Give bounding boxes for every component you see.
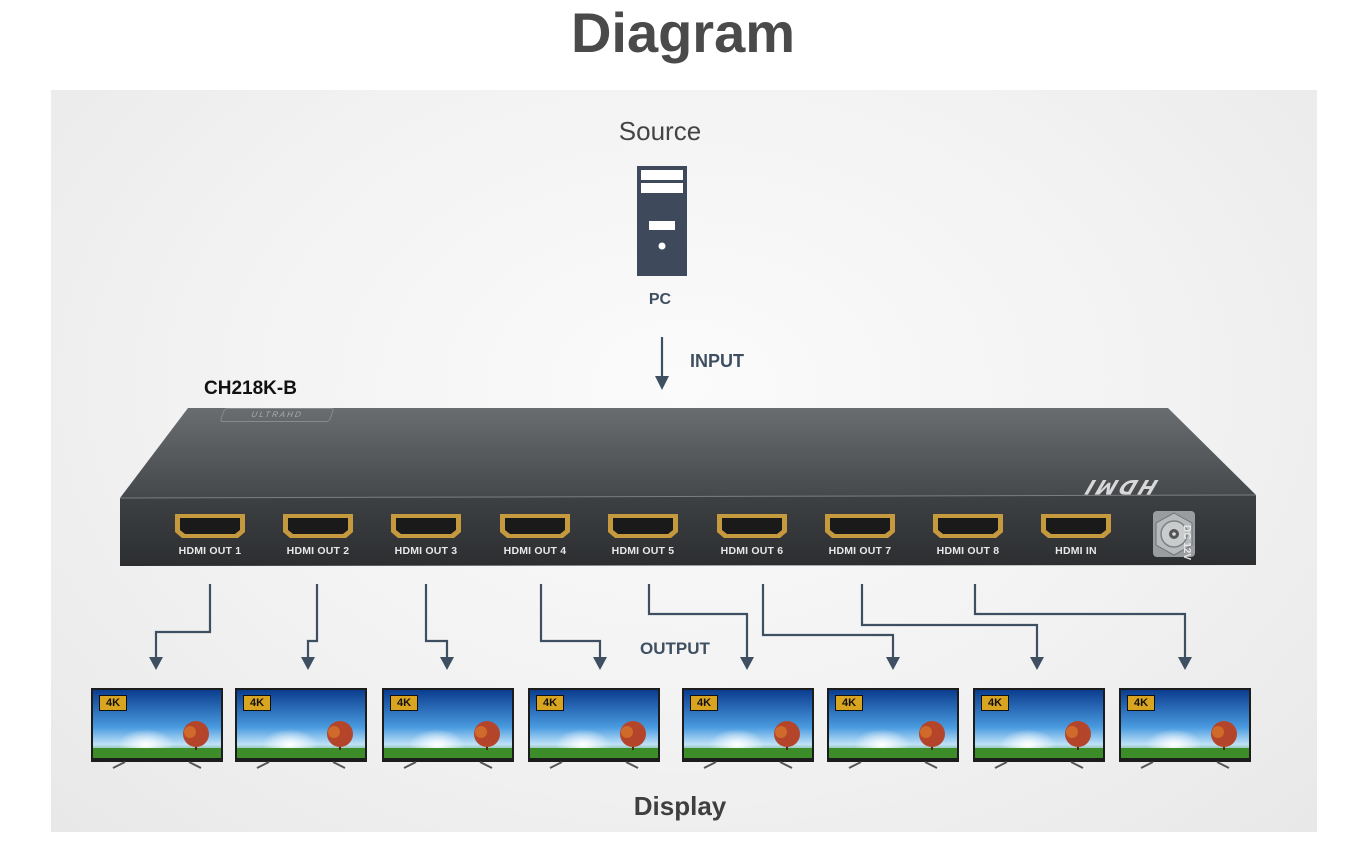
hdmi-port-icon [283,514,353,538]
4k-badge: 4K [1127,695,1155,711]
output-label: OUTPUT [640,639,710,658]
model-label: CH218K-B [204,378,297,399]
hdmi-port-icon [933,514,1003,538]
pc-tower-icon [637,166,687,276]
4k-badge: 4K [243,695,271,711]
port-label-out-5: HDMI OUT 5 [611,545,675,557]
brand-strip: ULTRAHD [219,408,335,422]
display-label: Display [633,791,727,821]
display-tv-icon [682,688,814,769]
port-label-out-1: HDMI OUT 1 [178,545,242,557]
4k-badge: 4K [536,695,564,711]
4k-badge: 4K [981,695,1009,711]
output-arrowheads [149,657,1192,670]
input-label: INPUT [690,351,744,371]
port-label-out-3: HDMI OUT 3 [394,545,458,557]
port-label-out-6: HDMI OUT 6 [720,545,784,557]
display-tv-icon [528,688,660,769]
displays [91,688,1251,769]
hdmi-port-icon [825,514,895,538]
hdmi-port-icon [391,514,461,538]
4k-badge: 4K [835,695,863,711]
hdmi-splitter-device [119,408,1257,566]
page-title: Diagram [570,1,796,64]
hdmi-port-icon [1041,514,1111,538]
port-label-out-4: HDMI OUT 4 [503,545,567,557]
4k-badge: 4K [99,695,127,711]
source-label: Source [618,116,702,146]
hdmi-port-icon [175,514,245,538]
hdmi-logo: HDMI [1076,475,1164,499]
port-label-out-7: HDMI OUT 7 [828,545,892,557]
hdmi-port-icon [500,514,570,538]
pc-label: PC [648,291,672,308]
4k-badge: 4K [390,695,418,711]
hdmi-port-icon [608,514,678,538]
hdmi-ports [175,514,1111,538]
port-label-out-8: HDMI OUT 8 [936,545,1000,557]
4k-badge: 4K [690,695,718,711]
hdmi-port-icon [717,514,787,538]
port-label-in: HDMI IN [1055,545,1097,557]
dc-12v-label: DC 12V [1181,525,1192,561]
dc-power-jack-icon [1153,511,1195,557]
port-label-out-2: HDMI OUT 2 [286,545,350,557]
output-arrows [154,584,1187,660]
